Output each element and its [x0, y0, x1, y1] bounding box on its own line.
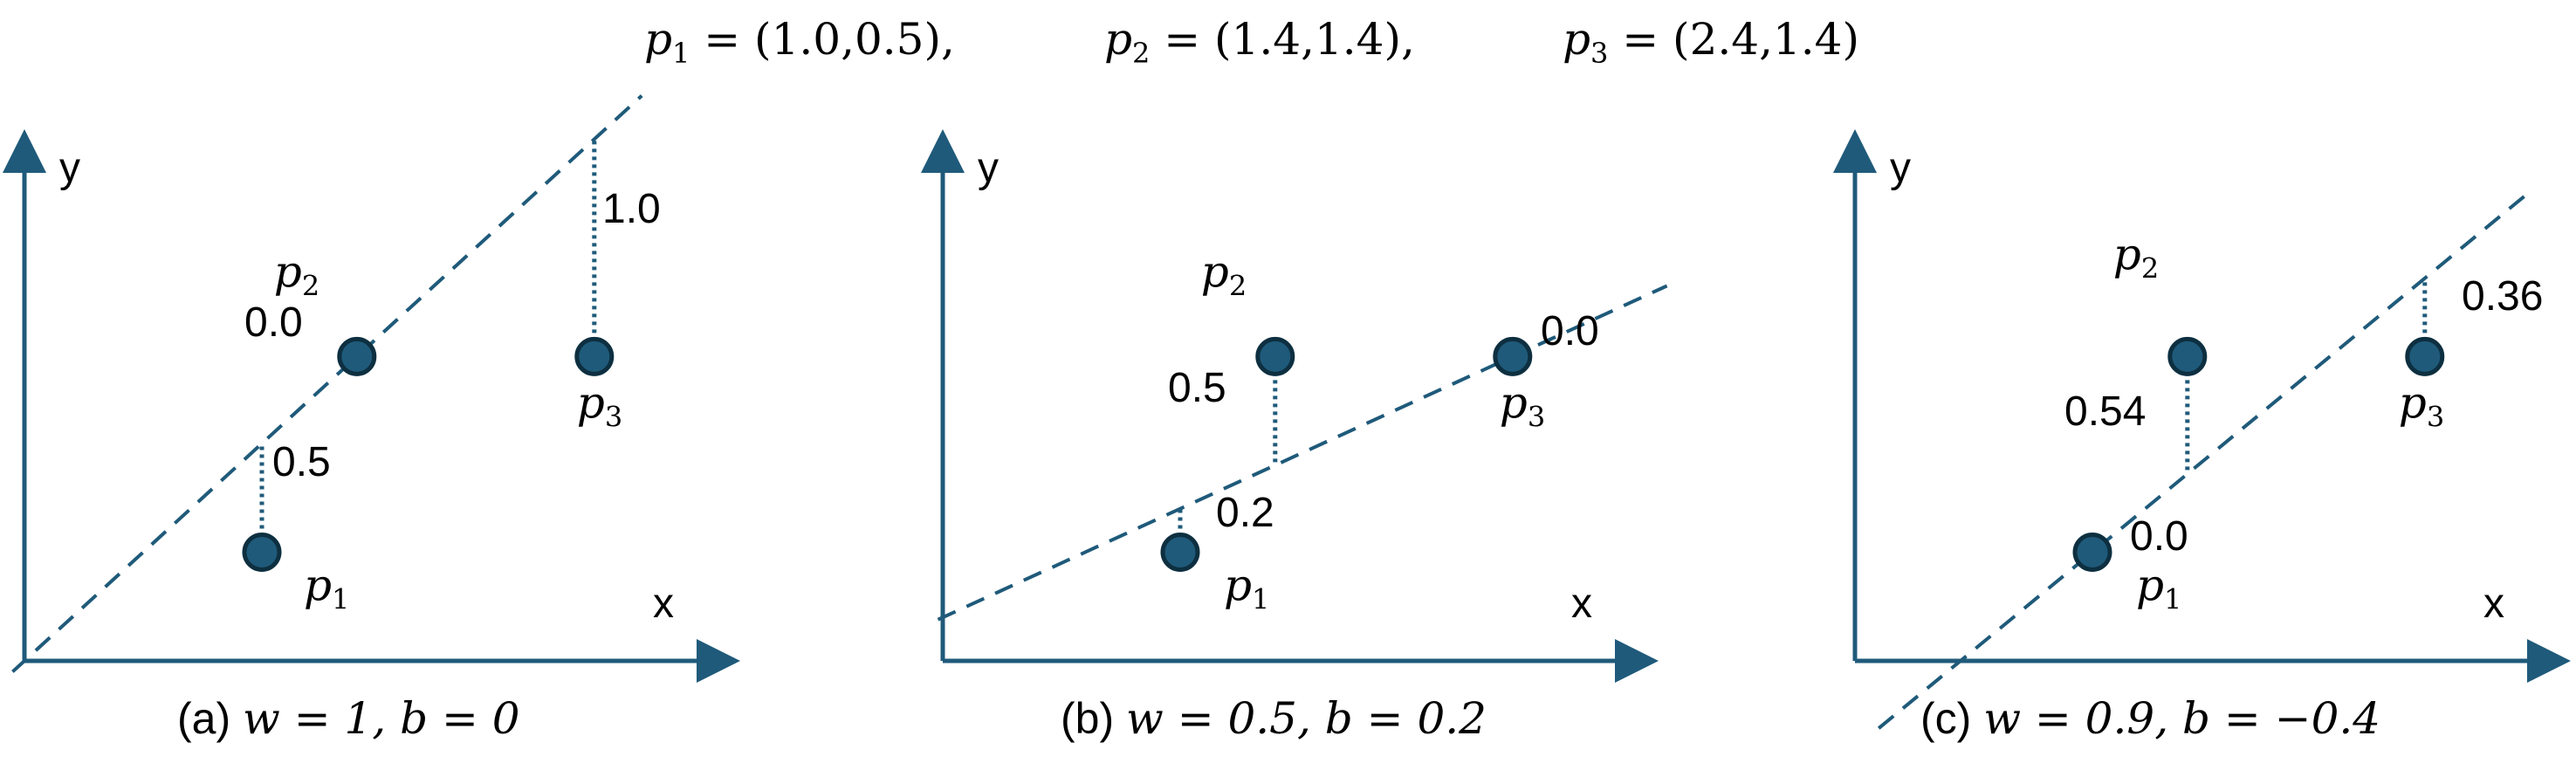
point-label-p2: p2: [274, 246, 319, 302]
point-p3: [574, 336, 615, 376]
caption-b: (b) w = 0.5, b = 0.2: [1061, 693, 1487, 744]
point-p2: [337, 336, 377, 376]
header-p2: p2 = (1.4,1.4),: [1104, 14, 1415, 70]
residual-label-p1: 0.5: [272, 439, 331, 485]
residual-label-p2: 0.0: [244, 299, 303, 346]
point-p2: [1255, 336, 1295, 376]
panel-c: y x p10.0 p2 0.54 p3 0.36 (c) w = 0.9, b = −0.4: [1833, 129, 2571, 744]
caption-c: (c) w = 0.9, b = −0.4: [1920, 693, 2380, 744]
point-p1: [2072, 533, 2112, 572]
panel-a: y x p1 0.5 p20.0 p3 1.0 (a) w = 1, b = 0: [2, 94, 740, 744]
x-axis-label: x: [1571, 581, 1592, 627]
point-p3: [1493, 336, 1533, 376]
header-equation: p1 = (1.0,0.5), p2 = (1.4,1.4), p3 = (2.…: [644, 14, 1859, 70]
y-axis-label: y: [59, 145, 80, 191]
caption-a: (a) w = 1, b = 0: [177, 693, 520, 744]
y-axis-label: y: [978, 145, 999, 191]
y-axis-label: y: [1890, 145, 1911, 191]
residual-label-p3: 1.0: [602, 186, 661, 232]
point-label-p1: p1: [1224, 560, 1269, 616]
x-axis-label: x: [653, 581, 674, 627]
point-label-p3: p3: [1500, 377, 1545, 433]
point-label-p3: p3: [577, 377, 622, 433]
fit-line: [1877, 189, 2533, 730]
point-p3: [2405, 336, 2445, 376]
residual-label-p3: 0.36: [2462, 273, 2543, 320]
point-label-p3: p3: [2399, 377, 2444, 433]
point-label-p1: p1: [304, 560, 349, 616]
x-axis-label: x: [2483, 581, 2504, 627]
residual-label-p3: 0.0: [1541, 308, 1599, 354]
residual-label-p2: 0.5: [1168, 365, 1226, 411]
point-label-p2: p2: [1201, 246, 1247, 302]
header-p1: p1 = (1.0,0.5),: [644, 14, 955, 70]
point-p1: [242, 533, 282, 572]
header-p3: p3 = (2.4,1.4): [1563, 14, 1859, 70]
panel-b: y x p1 0.2 p2 0.5 p3 0.0 (b) w = 0.5, b = 0.2: [921, 129, 1668, 744]
point-p1: [1160, 533, 1200, 572]
residual-label-p1: 0.2: [1216, 490, 1274, 536]
fit-line: [937, 284, 1668, 622]
residual-label-p1: 0.0: [2130, 513, 2188, 560]
point-label-p1: p1: [2136, 560, 2181, 616]
residual-label-p2: 0.54: [2064, 388, 2146, 435]
point-label-p2: p2: [2113, 229, 2159, 285]
point-p2: [2167, 336, 2208, 376]
fit-line: [11, 94, 643, 673]
